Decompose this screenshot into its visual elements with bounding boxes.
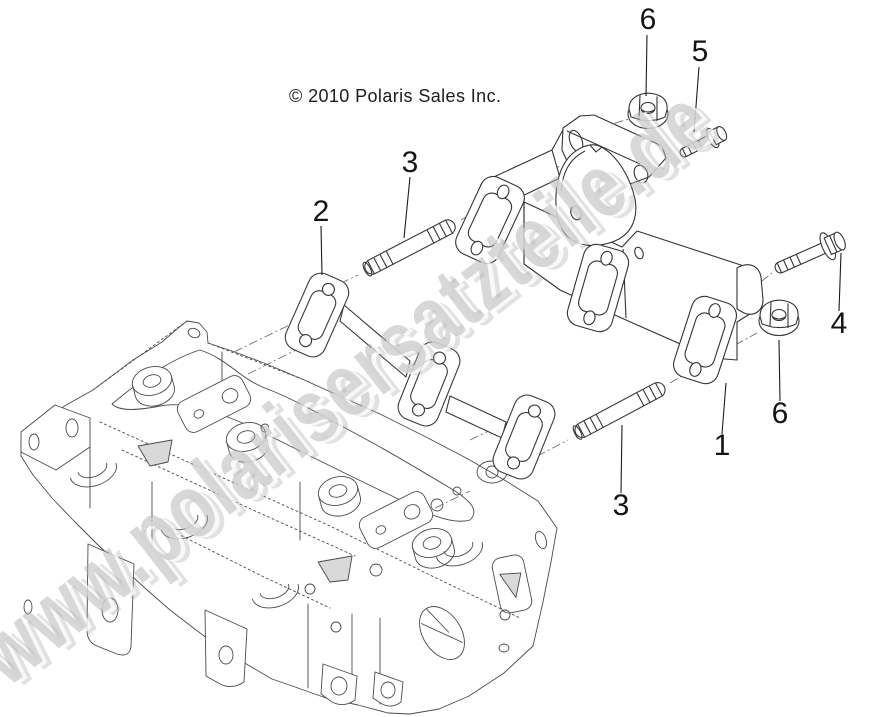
flange-nut-top-drawing	[627, 92, 669, 130]
stud-lower-drawing	[572, 381, 666, 440]
callout-2-gasket: 2	[312, 195, 330, 228]
callout-leader-lines	[320, 34, 842, 494]
bolt-short-drawing	[679, 125, 728, 158]
callout-3-lower-stud: 3	[612, 489, 630, 522]
callout-1-manifold: 1	[713, 429, 731, 462]
callout-6-top: 6	[639, 3, 657, 36]
callout-6-right: 6	[771, 397, 789, 430]
callout-5: 5	[691, 35, 709, 68]
bolt-long-drawing	[774, 231, 846, 274]
manifold-drawing	[455, 114, 764, 385]
flange-nut-right-drawing	[758, 299, 800, 337]
callout-3-upper-stud: 3	[401, 146, 419, 179]
gasket-drawing	[284, 272, 556, 480]
copyright-text: © 2010 Polaris Sales Inc.	[289, 86, 502, 106]
stud-upper-drawing	[362, 219, 456, 277]
callout-4-bolt: 4	[830, 307, 848, 340]
cylinder-head-drawing	[20, 320, 558, 715]
